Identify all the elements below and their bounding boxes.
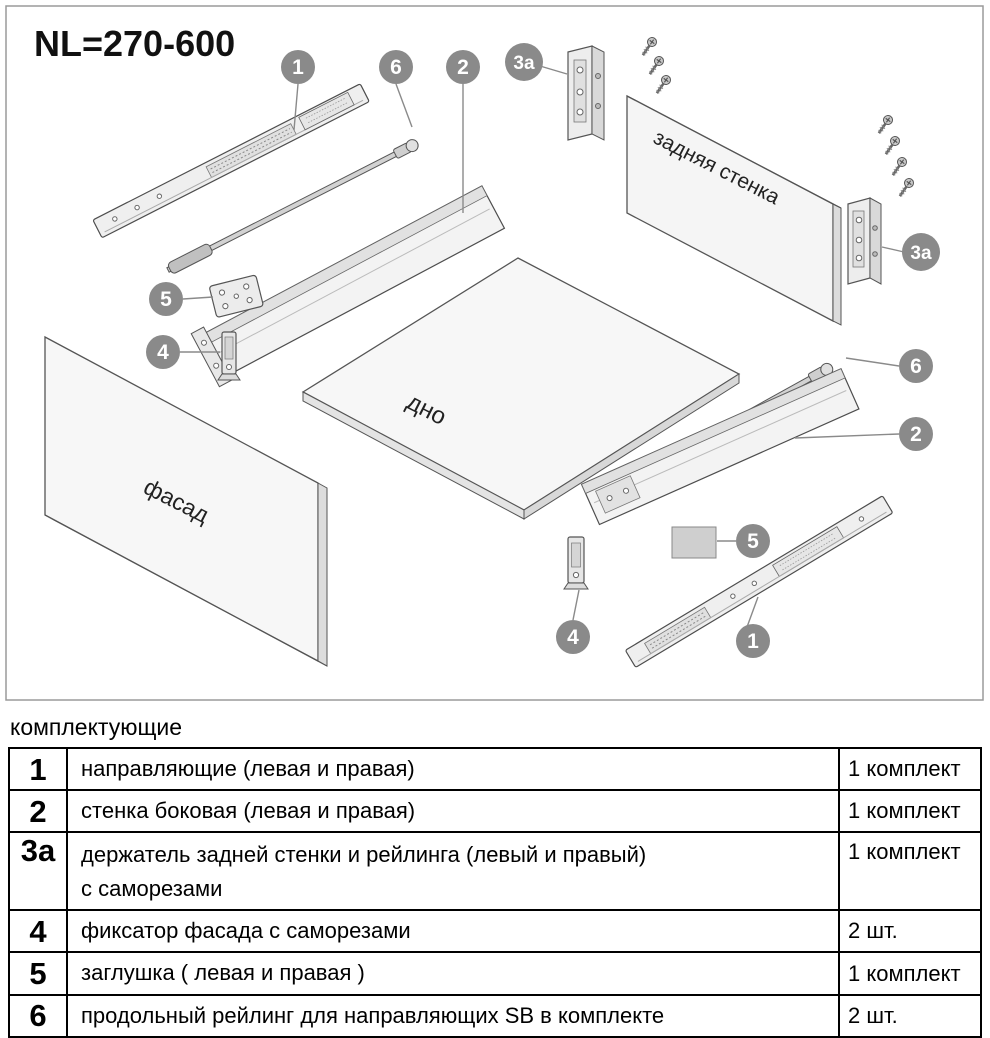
part-name-line1: держатель задней стенки и рейлинга (левы… <box>81 842 647 868</box>
svg-text:1: 1 <box>292 56 304 79</box>
svg-text:4: 4 <box>567 626 579 649</box>
part-number: 3a <box>8 831 68 912</box>
callout-5-left: 5 <box>149 282 183 316</box>
callout-6-top: 6 <box>379 50 413 84</box>
cap-plate-left <box>209 274 264 318</box>
assembly-diagram-svg: NL=270-600 дно фасад задняя стенка <box>5 5 984 701</box>
table-row: 5 заглушка ( левая и правая ) 1 комплект <box>8 951 982 996</box>
part-number: 5 <box>8 951 68 996</box>
callout-3a-right: 3a <box>902 233 940 271</box>
table-row: 1 направляющие (левая и правая) 1 компле… <box>8 746 982 792</box>
svg-text:6: 6 <box>910 355 922 378</box>
parts-heading: комплектующие <box>10 714 183 740</box>
side-wall-bottom <box>580 367 860 526</box>
svg-text:1: 1 <box>747 630 759 653</box>
parts-table: 1 направляющие (левая и правая) 1 компле… <box>8 746 982 1038</box>
front-panel: фасад <box>44 335 328 667</box>
callout-1-top: 1 <box>281 50 315 84</box>
part-name: держатель задней стенки и рейлинга (левы… <box>66 831 840 912</box>
svg-text:5: 5 <box>747 530 759 553</box>
callout-4-left: 4 <box>146 335 180 369</box>
table-row: 2 стенка боковая (левая и правая) 1 комп… <box>8 789 982 834</box>
part-qty: 2 шт. <box>838 993 982 1038</box>
part-qty: 2 шт. <box>838 909 982 954</box>
back-wall-bracket-top <box>567 45 605 141</box>
part-qty: 1 комплект <box>838 951 982 996</box>
facade-bracket-left <box>217 331 241 381</box>
part-name: заглушка ( левая и правая ) <box>66 951 840 996</box>
svg-text:2: 2 <box>910 423 922 446</box>
railing-rod-top <box>166 139 419 274</box>
svg-text:5: 5 <box>160 288 172 311</box>
diagram-title: NL=270-600 <box>34 23 235 64</box>
callout-2-top: 2 <box>446 50 480 84</box>
part-number: 1 <box>8 746 68 792</box>
callout-6-right: 6 <box>899 349 933 383</box>
part-name: продольный рейлинг для направляющих SB в… <box>66 993 840 1038</box>
callout-leader-lines <box>180 65 905 628</box>
callout-2-right: 2 <box>899 417 933 451</box>
svg-text:2: 2 <box>457 56 469 79</box>
part-qty: 1 комплект <box>838 789 982 834</box>
cap-plate-bottom <box>671 526 717 559</box>
slide-rail-left <box>93 83 370 238</box>
callout-4-bottom: 4 <box>556 620 590 654</box>
svg-text:3a: 3a <box>910 243 932 264</box>
part-qty: 1 комплект <box>838 831 982 912</box>
part-name: фиксатор фасада с саморезами <box>66 909 840 954</box>
part-name: направляющие (левая и правая) <box>66 746 840 792</box>
part-name: стенка боковая (левая и правая) <box>66 789 840 834</box>
callout-1-bottom: 1 <box>736 624 770 658</box>
back-wall-bracket-right <box>847 197 882 285</box>
part-number: 4 <box>8 909 68 954</box>
callout-5-bottom: 5 <box>736 524 770 558</box>
svg-text:4: 4 <box>157 341 169 364</box>
back-wall-panel: задняя стенка <box>626 94 842 326</box>
parts-section: комплектующие 1 направляющие (левая и пр… <box>0 714 990 1038</box>
part-name-line2: с саморезами <box>81 876 223 902</box>
part-number: 2 <box>8 789 68 834</box>
svg-text:6: 6 <box>390 56 402 79</box>
slide-rail-right <box>625 495 893 668</box>
table-row: 6 продольный рейлинг для направляющих SB… <box>8 993 982 1038</box>
bottom-panel: дно <box>301 257 741 520</box>
exploded-view-diagram: NL=270-600 дно фасад задняя стенка <box>5 5 984 701</box>
part-qty: 1 комплект <box>838 746 982 792</box>
part-number: 6 <box>8 993 68 1038</box>
callout-3a-top: 3a <box>505 43 543 81</box>
table-row: 3a держатель задней стенки и рейлинга (л… <box>8 831 982 912</box>
svg-text:3a: 3a <box>513 53 535 74</box>
table-row: 4 фиксатор фасада с саморезами 2 шт. <box>8 909 982 954</box>
facade-bracket-bottom <box>563 536 589 590</box>
